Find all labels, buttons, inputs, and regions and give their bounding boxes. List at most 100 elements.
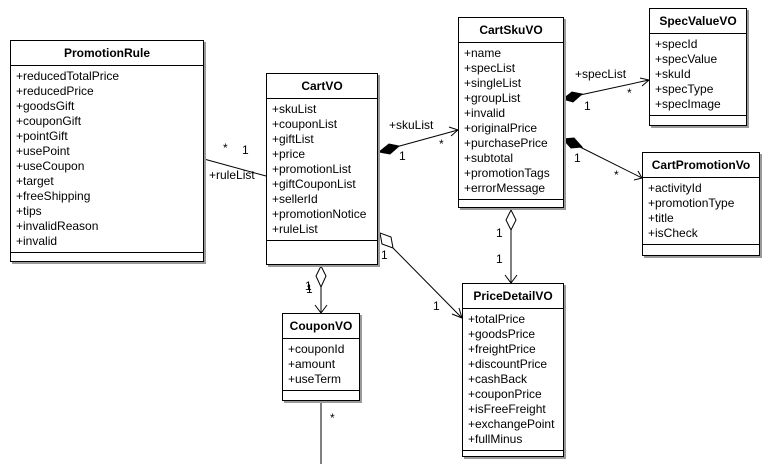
attribute: +specList: [464, 61, 516, 75]
attribute: +invalid: [16, 234, 58, 248]
class-attributes: +couponId +amount +useTerm: [283, 339, 359, 391]
attribute: +specType: [655, 82, 714, 96]
attribute: +reducedPrice: [16, 84, 94, 98]
class-price-detail-vo: PriceDetailVO +totalPrice +goodsPrice +f…: [462, 283, 564, 457]
multiplicity-sku-promotion-source: 1: [574, 151, 581, 165]
edge-sku-list: [395, 129, 459, 148]
attribute: +promotionTags: [464, 166, 550, 180]
attribute: +subtotal: [464, 151, 514, 165]
attribute: +originalPrice: [464, 121, 538, 135]
class-attributes: +specId +specValue +skuId +specType +spe…: [650, 34, 746, 116]
role-label-spec-list: +specList: [575, 67, 627, 81]
attribute: +invalidReason: [16, 219, 99, 233]
multiplicity-cart-price-detail-source: 1: [381, 248, 388, 262]
attribute: +specId: [655, 37, 698, 51]
edge-sku-promotion: [577, 145, 643, 179]
attribute: +promotionType: [648, 196, 735, 210]
attribute: +useCoupon: [16, 159, 85, 173]
attribute: +singleList: [464, 76, 522, 90]
class-cart-promotion-vo: CartPromotionVo +activityId +promotionTy…: [642, 152, 760, 256]
attribute: +giftCouponList: [272, 177, 356, 191]
attribute: +title: [648, 211, 674, 225]
attribute: +tips: [16, 204, 42, 218]
attribute: +promotionNotice: [272, 207, 367, 221]
attribute: +couponId: [288, 342, 345, 356]
attribute: +invalid: [464, 106, 506, 120]
multiplicity-sku-price-detail-source: 1: [496, 226, 503, 240]
attribute: +sellerId: [272, 192, 318, 206]
attribute: +useTerm: [288, 372, 342, 386]
attribute: +goodsPrice: [468, 327, 536, 341]
multiplicity-sku-list-source: 1: [399, 149, 406, 163]
attribute: +giftList: [272, 132, 314, 146]
aggregation-diamond-sku: [505, 208, 517, 232]
attribute: +specValue: [655, 52, 718, 66]
attribute: +isCheck: [648, 226, 698, 240]
attribute: +exchangePoint: [468, 417, 555, 431]
attribute: +specImage: [655, 97, 721, 111]
class-attributes: +activityId +promotionType +title +isChe…: [643, 178, 759, 245]
class-coupon-vo: CouponVO +couponId +amount +useTerm: [282, 313, 360, 401]
multiplicity-cart-coupon-target: 1: [306, 282, 313, 296]
class-cart-vo: CartVO +skuList +couponList +giftList +p…: [266, 73, 378, 265]
composition-diamond-cartvo: [377, 143, 401, 155]
attribute: +isFreeFreight: [468, 402, 546, 416]
class-title: CartPromotionVo: [643, 153, 759, 178]
attribute: +reducedTotalPrice: [16, 69, 120, 83]
class-title: CouponVO: [283, 314, 359, 339]
attribute: +target: [16, 174, 54, 188]
attribute: +price: [272, 147, 306, 161]
edge-cart-price-detail: [392, 247, 463, 319]
class-title: SpecValueVO: [650, 9, 746, 34]
multiplicity-sku-list-target: *: [439, 137, 444, 151]
attribute: +cashBack: [468, 372, 528, 386]
attribute: +usePoint: [16, 144, 70, 158]
attribute: +couponPrice: [468, 387, 542, 401]
attribute: +freeShipping: [16, 189, 91, 203]
multiplicity-rule-list-target: *: [223, 141, 228, 155]
aggregation-diamond-cartvo: [379, 232, 394, 249]
class-title: PriceDetailVO: [463, 284, 563, 309]
attribute: +fullMinus: [468, 432, 523, 446]
attribute: +groupList: [464, 91, 521, 105]
attribute: +goodsGift: [16, 99, 75, 113]
composition-diamond-spec: [561, 91, 584, 103]
attribute: +promotionList: [272, 162, 352, 176]
attribute: +couponGift: [16, 114, 82, 128]
role-label-sku-list: +skuList: [389, 118, 434, 132]
edge-rule-list: [203, 158, 267, 177]
attribute: +totalPrice: [468, 312, 526, 326]
class-promotion-rule: PromotionRule +reducedTotalPrice +reduce…: [10, 40, 204, 262]
class-attributes: +reducedTotalPrice +reducedPrice +goodsG…: [11, 66, 203, 253]
attribute: +name: [464, 46, 502, 60]
multiplicity-coupon-below: *: [330, 411, 335, 425]
multiplicity-cart-price-detail-target: 1: [433, 299, 440, 313]
attribute: +freightPrice: [468, 342, 536, 356]
composition-diamond-promotion: [561, 137, 584, 149]
attribute: +activityId: [648, 181, 702, 195]
aggregation-diamond-coupon: [315, 264, 327, 289]
class-attributes: +name +specList +singleList +groupList +…: [459, 43, 563, 200]
edge-spec-list: [579, 79, 650, 96]
attribute: +couponList: [272, 117, 338, 131]
attribute: +skuId: [655, 67, 691, 81]
attribute: +ruleList: [272, 222, 318, 236]
multiplicity-spec-list-source: 1: [584, 99, 591, 113]
class-attributes: +skuList +couponList +giftList +price +p…: [267, 99, 377, 241]
multiplicity-spec-list-target: *: [627, 86, 632, 100]
attribute: +pointGift: [16, 129, 68, 143]
class-attributes: +totalPrice +goodsPrice +freightPrice +d…: [463, 309, 563, 451]
attribute: +skuList: [272, 102, 317, 116]
attribute: +purchasePrice: [464, 136, 548, 150]
multiplicity-sku-promotion-target: *: [614, 168, 619, 182]
role-label-rule-list: +ruleList: [209, 168, 255, 182]
class-title: CartVO: [267, 74, 377, 99]
class-cart-sku-vo: CartSkuVO +name +specList +singleList +g…: [458, 17, 564, 208]
class-spec-value-vo: SpecValueVO +specId +specValue +skuId +s…: [649, 8, 747, 126]
multiplicity-rule-list-source: 1: [242, 143, 249, 157]
attribute: +discountPrice: [468, 357, 548, 371]
attribute: +errorMessage: [464, 181, 546, 195]
multiplicity-cart-coupon-source: 1: [305, 279, 312, 293]
attribute: +amount: [288, 357, 336, 371]
